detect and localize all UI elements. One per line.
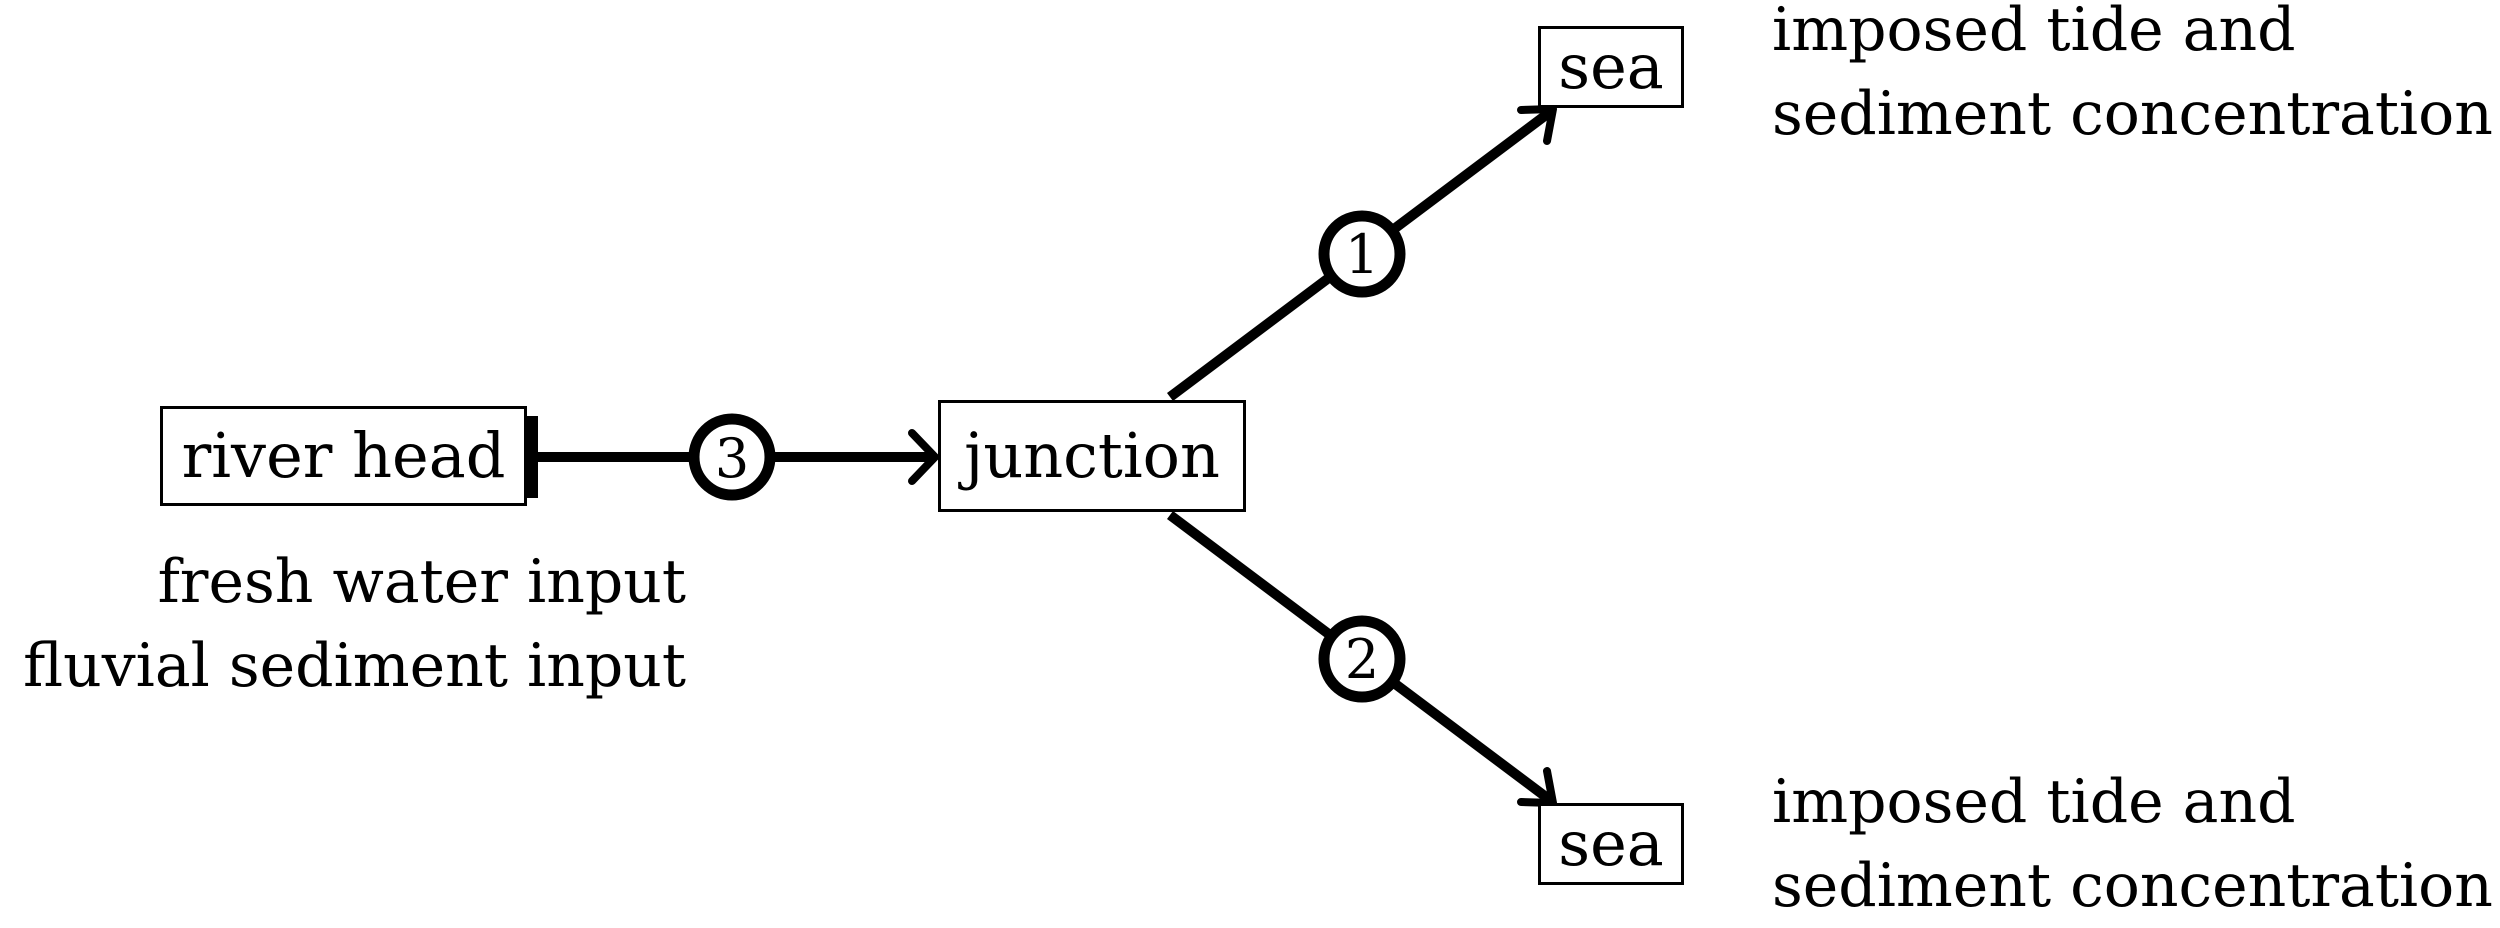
sea-top-node: sea — [1538, 26, 1684, 108]
river-note-line-2: fluvial sediment input — [23, 631, 686, 701]
channel-1-label: 1 — [1345, 223, 1379, 286]
channel-marker-1: 1 — [1318, 210, 1406, 298]
sea-bottom-label: sea — [1558, 807, 1664, 880]
river-head-label: river head — [181, 419, 506, 492]
sea-top-note: imposed tide and sediment concentration — [1772, 0, 2493, 156]
arrowhead-junction — [908, 429, 939, 485]
river-note-line-1: fresh water input — [157, 547, 686, 617]
channel-3-label: 3 — [715, 427, 749, 490]
channel-marker-3: 3 — [688, 413, 776, 501]
river-head-node: river head — [160, 406, 527, 506]
sea-top-note-line-2: sediment concentration — [1772, 79, 2493, 149]
channel-marker-2: 2 — [1318, 615, 1406, 703]
junction-label: junction — [964, 419, 1220, 492]
river-head-note: fresh water input fluvial sediment input — [23, 540, 686, 708]
sea-top-note-line-1: imposed tide and — [1772, 0, 2296, 65]
arrowhead-sea-top — [1517, 105, 1557, 145]
sea-top-label: sea — [1558, 30, 1664, 103]
sea-bottom-node: sea — [1538, 803, 1684, 885]
channel-2-label: 2 — [1345, 628, 1379, 691]
sea-bottom-note-line-1: imposed tide and — [1772, 767, 2296, 837]
sea-bottom-note: imposed tide and sediment concentration — [1772, 760, 2493, 928]
junction-node: junction — [938, 400, 1246, 512]
sea-bottom-note-line-2: sediment concentration — [1772, 851, 2493, 921]
river-head-boundary-bar — [524, 416, 538, 498]
